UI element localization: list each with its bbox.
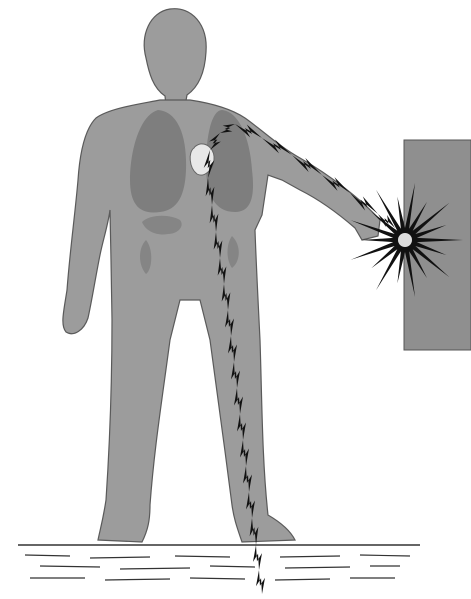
- ground: [18, 545, 420, 580]
- lightning-bolt: [256, 570, 265, 594]
- lightning-bolt: [253, 545, 262, 570]
- human-silhouette: [63, 9, 380, 542]
- spark-core: [398, 233, 412, 247]
